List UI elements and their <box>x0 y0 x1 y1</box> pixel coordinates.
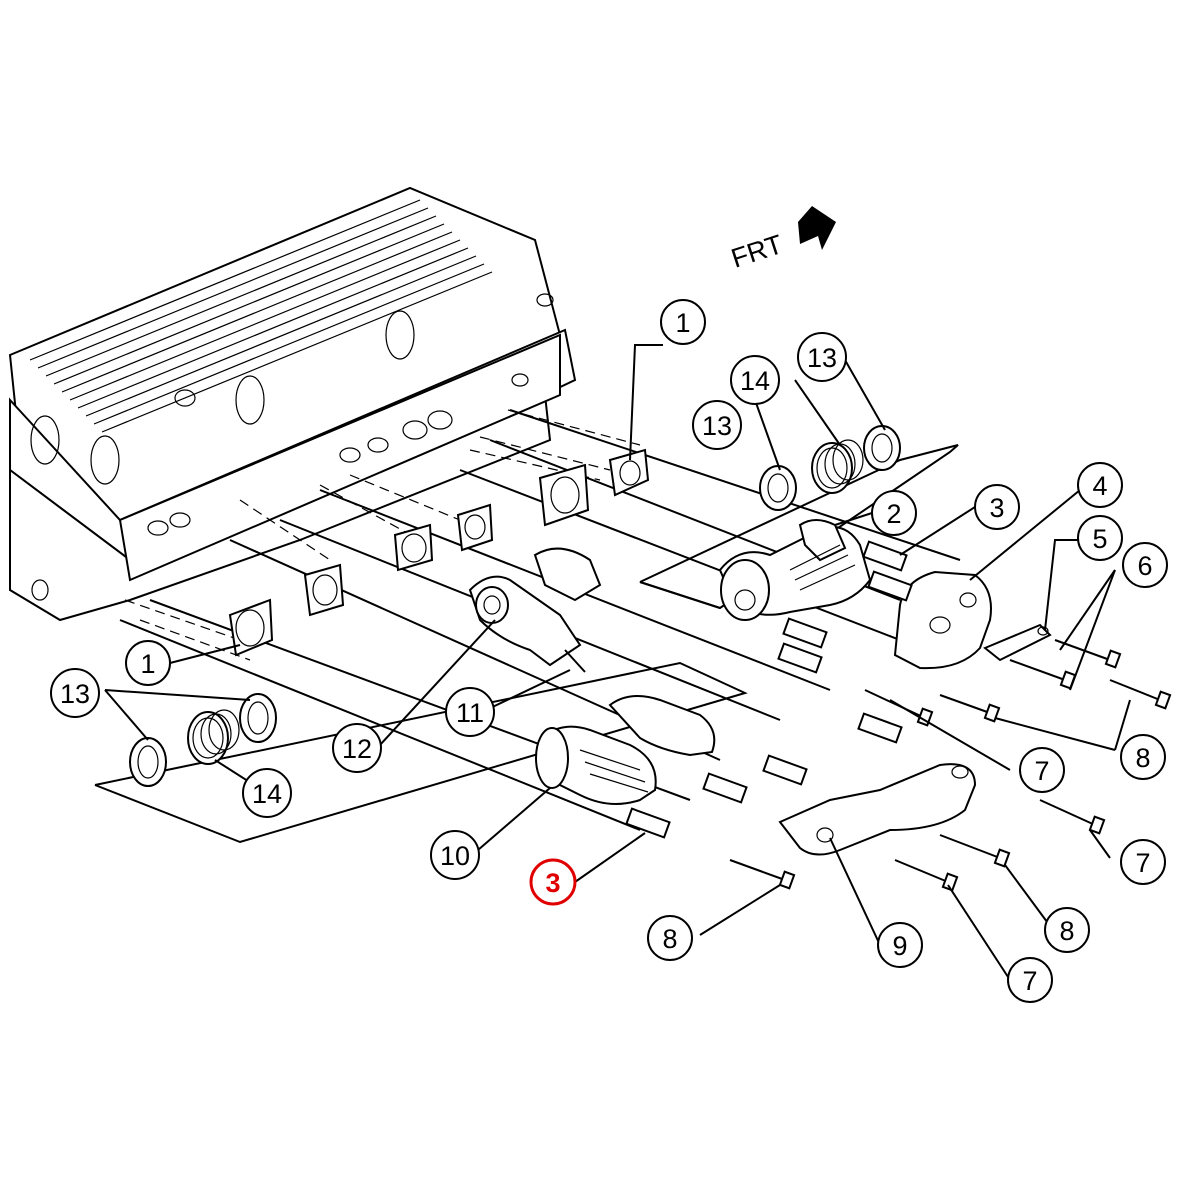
callout-c10: 10 <box>430 830 480 880</box>
svg-text:8: 8 <box>1135 743 1150 773</box>
callout-c3a: 3 <box>974 484 1020 530</box>
callout-c2: 2 <box>871 490 917 536</box>
callout-c11: 11 <box>445 687 495 737</box>
callout-c7c: 7 <box>1007 957 1053 1003</box>
svg-text:6: 6 <box>1137 551 1152 581</box>
svg-text:14: 14 <box>740 366 770 396</box>
manifold-bracket <box>983 623 1052 662</box>
exhaust-gasket-lower <box>228 503 494 657</box>
clamp-flex-upper <box>759 425 901 511</box>
front-direction-label: FRT <box>728 229 787 274</box>
svg-text:13: 13 <box>702 411 732 441</box>
heat-shield-lower <box>778 763 977 856</box>
svg-text:7: 7 <box>1034 756 1049 786</box>
svg-text:10: 10 <box>440 841 470 871</box>
front-direction-indicator: FRT <box>728 206 836 274</box>
svg-text:7: 7 <box>1022 966 1037 996</box>
callout-c1b: 1 <box>125 640 171 686</box>
front-arrow-icon <box>798 206 836 250</box>
callout-c4: 4 <box>1077 462 1123 508</box>
clamp-flex-lower <box>129 693 277 787</box>
exhaust-manifold-lower <box>535 695 716 805</box>
callout-c7a: 7 <box>1019 747 1065 793</box>
callout-c13c: 13 <box>50 668 100 718</box>
svg-text:1: 1 <box>140 649 155 679</box>
bolt-set-upper <box>864 639 1172 727</box>
callout-c13b: 13 <box>797 332 847 382</box>
bolt-set-lower <box>729 799 1106 892</box>
callout-c3b-highlighted: 3 <box>529 858 577 906</box>
svg-text:9: 9 <box>892 931 907 961</box>
svg-text:3: 3 <box>545 868 560 898</box>
callout-c13a: 13 <box>692 400 742 450</box>
svg-text:12: 12 <box>342 734 372 764</box>
spacer-set-upper <box>777 540 913 674</box>
svg-text:7: 7 <box>1135 848 1150 878</box>
svg-text:13: 13 <box>60 679 90 709</box>
callout-c8a: 8 <box>1120 734 1166 780</box>
svg-text:2: 2 <box>886 499 901 529</box>
svg-text:8: 8 <box>662 924 677 954</box>
svg-text:3: 3 <box>989 493 1004 523</box>
spacer-set-lower <box>625 712 903 839</box>
callout-c6: 6 <box>1122 542 1168 588</box>
engine-cylinder-head <box>8 186 577 622</box>
svg-text:8: 8 <box>1059 916 1074 946</box>
exhaust-gasket-upper <box>538 448 650 527</box>
callout-c14a: 14 <box>730 355 780 405</box>
callout-c8b: 8 <box>1044 907 1090 953</box>
callout-c7b: 7 <box>1120 839 1166 885</box>
svg-text:14: 14 <box>252 779 282 809</box>
svg-text:1: 1 <box>675 308 690 338</box>
callout-c9: 9 <box>877 922 923 968</box>
svg-text:5: 5 <box>1092 524 1107 554</box>
callout-c1a: 1 <box>660 299 706 345</box>
svg-text:13: 13 <box>807 343 837 373</box>
callout-c12: 12 <box>332 723 382 773</box>
callout-c8c: 8 <box>647 915 693 961</box>
svg-text:11: 11 <box>456 698 484 728</box>
exhaust-manifold-upper <box>718 519 872 621</box>
leader-lines <box>104 344 1131 981</box>
svg-text:4: 4 <box>1092 471 1107 501</box>
callout-c5: 5 <box>1077 515 1123 561</box>
heat-shield-upper <box>893 570 992 670</box>
egr-valve-assembly <box>468 547 602 673</box>
callout-c14b: 14 <box>242 768 292 818</box>
